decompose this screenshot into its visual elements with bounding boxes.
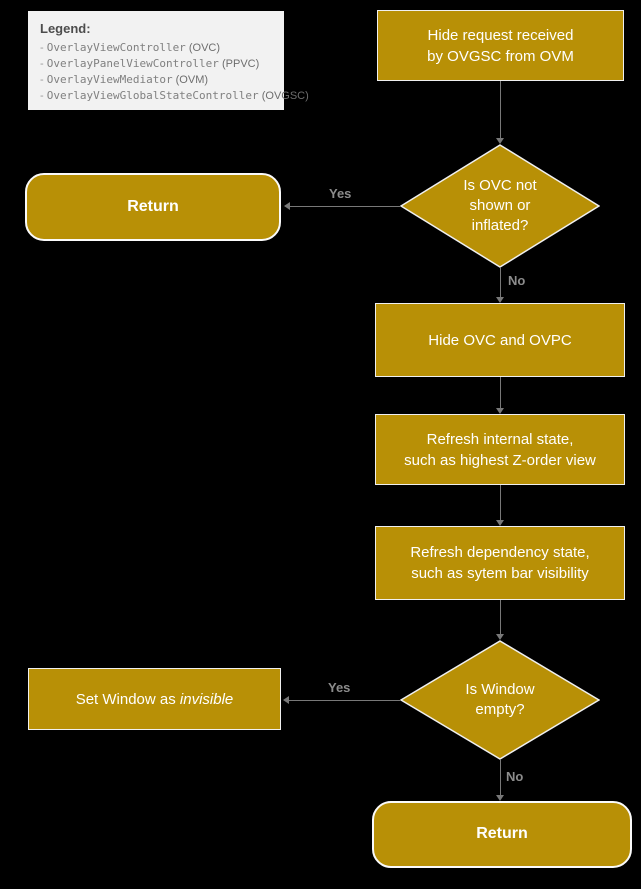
legend-item-abbr: (OVGSC) — [261, 90, 309, 102]
edge-hide-refreshinternal — [500, 377, 501, 408]
edge-decision2-returnbottom — [500, 760, 501, 795]
edge-decision1-hide — [500, 268, 501, 297]
arrowhead-down-icon — [496, 138, 504, 144]
node-decision-window: Is Window empty? — [400, 640, 600, 760]
diamond-shape — [400, 640, 600, 760]
edge-refreshdependency-decision2 — [500, 600, 501, 634]
node-decision-ovc: Is OVC not shown or inflated? — [400, 144, 600, 268]
edge-label-no: No — [508, 273, 526, 288]
edge-label-yes: Yes — [328, 680, 351, 695]
set-window-emphasis: invisible — [179, 690, 234, 708]
edge-decision2-setwindow — [289, 700, 401, 701]
decision-window-label: Is Window empty? — [465, 680, 535, 718]
node-start: Hide request received by OVGSC from OVM — [377, 10, 624, 81]
diamond-shape — [400, 144, 600, 268]
node-return-top: Return — [25, 173, 281, 241]
decision-ovc-label: Is OVC not shown or inflated? — [463, 176, 537, 235]
edge-refreshinternal-refreshdependency — [500, 485, 501, 520]
edge-start-decision1 — [500, 81, 501, 138]
arrowhead-left-icon — [283, 696, 289, 704]
legend-item-code: OverlayPanelViewController — [46, 57, 219, 70]
edge-label-yes: Yes — [329, 186, 352, 201]
arrowhead-down-icon — [496, 520, 504, 526]
node-refresh-internal: Refresh internal state, such as highest … — [375, 414, 625, 485]
legend-item-abbr: (OVC) — [188, 42, 221, 54]
edge-label-no: No — [506, 769, 524, 784]
set-window-text: Set Window as — [75, 690, 176, 708]
legend-box: Legend: OverlayViewController (OVC) Over… — [28, 11, 309, 110]
legend-item: OverlayViewController (OVC) — [40, 40, 272, 56]
legend-item: OverlayViewGlobalStateController (OVGSC) — [40, 88, 309, 104]
arrowhead-down-icon — [496, 297, 504, 303]
legend-item-code: OverlayViewMediator — [46, 73, 173, 86]
legend-item-abbr: (PPVC) — [221, 58, 260, 70]
arrowhead-down-icon — [496, 408, 504, 414]
edge-decision1-return — [290, 206, 401, 207]
arrowhead-left-icon — [284, 202, 290, 210]
legend-title: Legend: — [40, 21, 91, 36]
node-set-window: Set Window as invisible — [28, 668, 281, 730]
legend-item-code: OverlayViewController — [46, 41, 186, 54]
arrowhead-down-icon — [496, 795, 504, 801]
arrowhead-down-icon — [496, 634, 504, 640]
node-hide-ovc: Hide OVC and OVPC — [375, 303, 625, 377]
node-return-bottom: Return — [372, 801, 632, 868]
node-refresh-dependency: Refresh dependency state, such as sytem … — [375, 526, 625, 600]
legend-item-abbr: (OVM) — [175, 74, 209, 86]
legend-item: OverlayPanelViewController (PPVC) — [40, 56, 272, 72]
legend-item: OverlayViewMediator (OVM) — [40, 72, 272, 88]
legend-item-code: OverlayViewGlobalStateController — [46, 89, 259, 102]
